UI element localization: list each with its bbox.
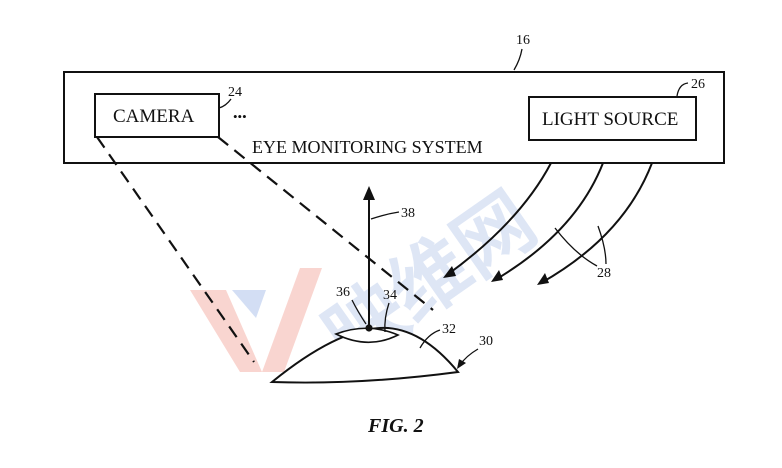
light-source-box <box>528 96 697 141</box>
ref-38: 38 <box>401 206 415 221</box>
ref-28-leader-a <box>554 227 598 267</box>
pupil-center-dot <box>365 324 373 332</box>
ref-36-leader <box>351 299 367 325</box>
ref-34-leader <box>384 302 390 333</box>
ref-24-leader <box>218 98 232 109</box>
light-ray-1-arrowhead <box>443 266 456 278</box>
watermark-logo-right-stroke <box>262 268 322 372</box>
eye-monitoring-system-box <box>63 71 725 164</box>
light-ray-3-arrowhead <box>537 273 549 285</box>
figure-caption: FIG. 2 <box>367 415 424 437</box>
ref-36: 36 <box>336 285 350 300</box>
camera-ellipsis: ••• <box>233 109 247 124</box>
light-ray-1 <box>446 162 552 276</box>
ref-16-leader <box>513 48 523 71</box>
eye-outline <box>269 326 460 384</box>
ref-26: 26 <box>691 77 705 92</box>
camera-fov-right-boundary <box>217 136 434 311</box>
camera-fov-left-boundary <box>96 136 255 363</box>
gaze-vector-arrowhead <box>363 186 375 200</box>
ref-34: 34 <box>383 288 397 303</box>
ref-30: 30 <box>479 334 493 349</box>
camera-box <box>94 93 220 138</box>
eye-monitoring-system-label: EYE MONITORING SYSTEM <box>252 137 483 157</box>
watermark-logo <box>190 268 322 372</box>
ref-26-leader <box>676 82 689 97</box>
watermark-logo-left-stroke <box>190 290 262 372</box>
light-ray-2-arrowhead <box>491 270 503 282</box>
ref-30-arrowhead <box>457 359 466 369</box>
pupil-outline <box>333 327 400 344</box>
light-rays <box>446 162 653 284</box>
ref-16: 16 <box>516 33 530 48</box>
ref-24: 24 <box>228 85 242 100</box>
camera-label: CAMERA <box>113 106 195 127</box>
ref-32-leader <box>419 329 441 349</box>
watermark-logo-mid-stroke <box>232 290 266 318</box>
light-ray-3 <box>540 162 653 284</box>
light-source-label: LIGHT SOURCE <box>542 109 678 130</box>
light-ray-2 <box>494 162 604 281</box>
ref-38-leader <box>370 211 400 220</box>
ref-28-leader-b <box>597 225 607 265</box>
ref-32: 32 <box>442 322 456 337</box>
ref-28: 28 <box>597 266 611 281</box>
